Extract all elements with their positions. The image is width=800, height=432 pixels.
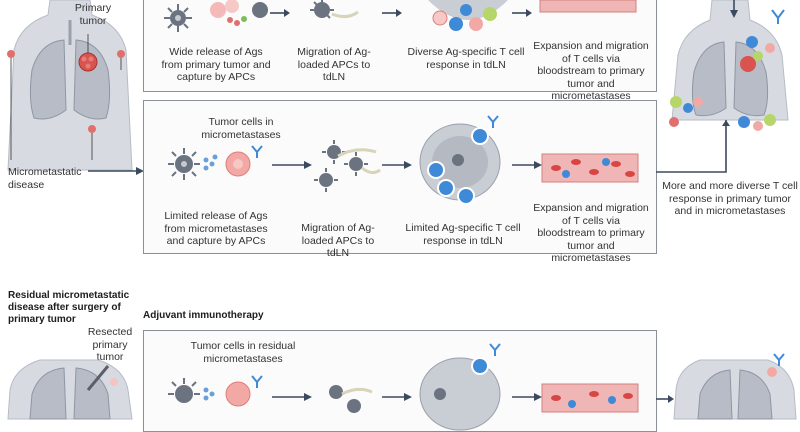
blood-vessel-top xyxy=(539,0,637,13)
bottom-lymph-node xyxy=(419,343,501,431)
apc-cell xyxy=(164,4,192,32)
arrow-top-2 xyxy=(382,9,402,17)
arrow-middle-1 xyxy=(272,161,312,169)
bottom-apc-tumor xyxy=(168,375,263,407)
micrometastatic-disease-label: Micrometastatic disease xyxy=(8,166,82,191)
middle-step2-text: Migration of Ag-loaded APCs to tdLN xyxy=(301,222,375,259)
patient-body-top xyxy=(0,0,140,171)
micrometastatic-arrow xyxy=(88,167,144,175)
arrow-bottom-1 xyxy=(272,393,312,401)
middle-apc-tumor xyxy=(168,145,263,180)
patient-body-bottom xyxy=(0,359,140,420)
adjuvant-title: Adjuvant immunotherapy xyxy=(143,310,264,321)
bottom-panel xyxy=(143,330,657,432)
middle-step4-text: Expansion and migration of T cells via b… xyxy=(533,202,649,264)
patient-body-right xyxy=(660,0,800,180)
resected-tumor-label: Resected primary tumor xyxy=(87,326,133,363)
primary-tumor-label: Primary tumor xyxy=(74,2,112,27)
connector-right xyxy=(656,120,730,173)
top-panel xyxy=(143,0,657,92)
bottom-tumor-cells-label: Tumor cells in residual micrometastases xyxy=(190,340,296,365)
arrow-middle-3 xyxy=(512,161,542,169)
middle-blood-vessel xyxy=(541,153,639,183)
arrow-top-1 xyxy=(270,9,290,17)
middle-tumor-cells-label: Tumor cells in micrometastases xyxy=(201,116,281,141)
apc-migrating-top xyxy=(310,0,359,19)
patient-body-bottom-right xyxy=(670,350,800,420)
middle-apc-migrating xyxy=(314,140,381,192)
bottom-blood-vessel xyxy=(541,383,639,413)
top-step1-text: Wide release of Ags from primary tumor a… xyxy=(161,46,271,83)
residual-heading: Residual micrometastatic disease after s… xyxy=(8,290,130,325)
top-step4-text: Expansion and migration of T cells via b… xyxy=(533,40,649,102)
arrow-middle-2 xyxy=(382,161,412,169)
lymph-node-top xyxy=(428,0,508,31)
arrow-bottom-4 xyxy=(656,395,674,403)
bottom-apc-migrating xyxy=(329,385,373,413)
apc-cluster-top xyxy=(164,0,268,32)
top-step3-text: Diverse Ag-specific T cell response in t… xyxy=(407,46,525,71)
more-diverse-text: More and more diverse T cell response in… xyxy=(662,180,798,217)
middle-step3-text: Limited Ag-specific T cell response in t… xyxy=(405,222,521,247)
middle-lymph-node xyxy=(419,115,501,205)
left-lung xyxy=(29,39,67,120)
arrow-bottom-3 xyxy=(512,393,542,401)
top-step2-text: Migration of Ag-loaded APCs to tdLN xyxy=(297,46,371,83)
arrow-bottom-2 xyxy=(382,393,412,401)
middle-step1-text: Limited release of Ags from micrometasta… xyxy=(164,210,268,247)
arrow-top-3 xyxy=(512,9,532,17)
